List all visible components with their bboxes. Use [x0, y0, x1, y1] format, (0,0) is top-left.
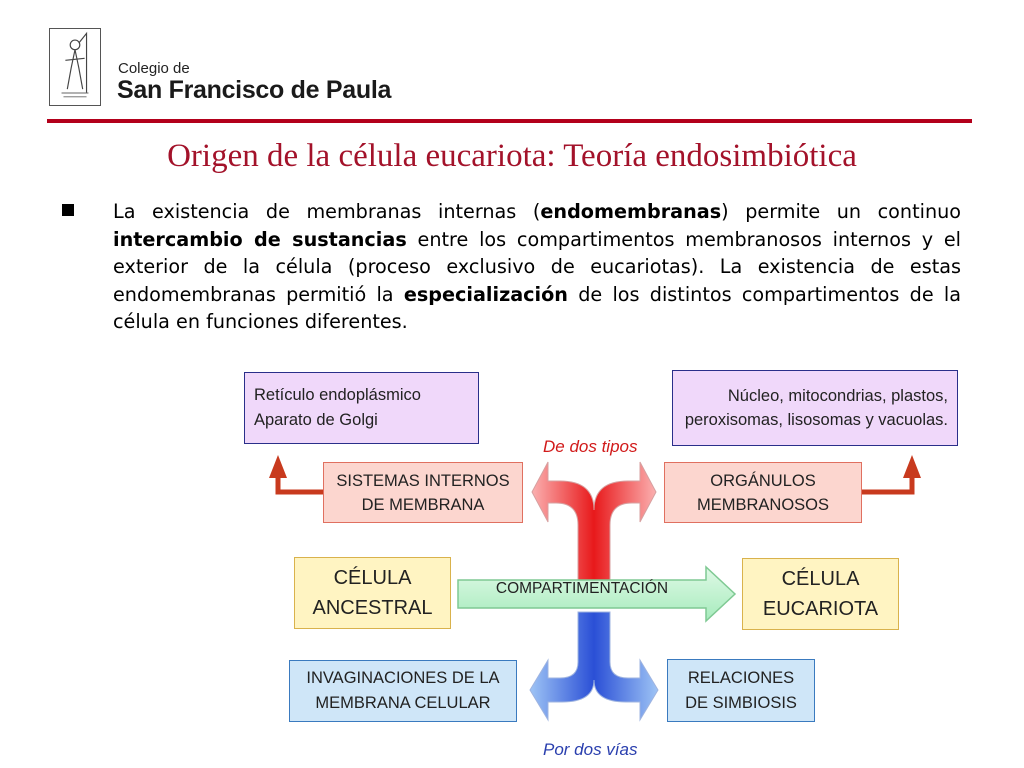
school-crest-icon	[61, 31, 89, 98]
ancestral-line1: CÉLULA	[333, 567, 412, 589]
para-bold-intercambio: intercambio de sustancias	[113, 227, 407, 251]
nucleo-line2: peroxisomas, lisosomas y vacuolas.	[684, 411, 948, 429]
school-name-prefix: Colegio de	[118, 60, 190, 77]
invaginaciones-line2: MEMBRANA CELULAR	[315, 694, 491, 712]
slide-title: Origen de la célula eucariota: Teoría en…	[167, 138, 857, 174]
arrow-to-reticulo	[269, 455, 323, 495]
relaciones-line1: RELACIONES	[687, 668, 795, 687]
box-reticulo-golgi: Retículo endoplásmico Aparato de Golgi	[244, 372, 479, 444]
relaciones-line2: DE SIMBIOSIS	[685, 693, 797, 712]
de-dos-tipos-label: De dos tipos	[543, 437, 638, 456]
box-relaciones-simbiosis: RELACIONES DE SIMBIOSIS	[667, 659, 815, 722]
organulos-line2: MEMBRANOSOS	[696, 495, 830, 514]
school-logo	[49, 28, 101, 106]
box-organulos-membranosos: ORGÁNULOS MEMBRANOSOS	[664, 462, 862, 523]
arrow-to-nucleo	[862, 455, 921, 495]
school-name: San Francisco de Paula	[117, 76, 392, 104]
para-text-4: de los distintos compartimentos de la cé…	[113, 282, 961, 334]
organulos-line1: ORGÁNULOS	[710, 471, 816, 490]
box-nucleo-organulos: Núcleo, mitocondrias, plastos, peroxisom…	[672, 370, 958, 446]
bullet-paragraph: La existencia de membranas internas (end…	[113, 198, 961, 336]
para-bold-especializacion: especialización	[403, 282, 568, 306]
green-compartimentacion-arrow	[457, 565, 737, 623]
reticulo-line1: Retículo endoplásmico	[254, 386, 421, 404]
bullet-square-icon	[62, 204, 74, 216]
eucariota-line2: EUCARIOTA	[762, 598, 879, 620]
eucariota-line1: CÉLULA	[781, 568, 860, 590]
para-text-1: La existencia de membranas internas (	[113, 200, 541, 223]
blue-split-arrow	[529, 611, 659, 722]
box-invaginaciones: INVAGINACIONES DE LA MEMBRANA CELULAR	[289, 660, 517, 722]
para-text-2: ) permite un continuo	[721, 200, 961, 223]
sistemas-line2: DE MEMBRANA	[361, 495, 485, 514]
para-text-3: entre los compartimentos membranosos int…	[113, 227, 961, 306]
reticulo-line2: Aparato de Golgi	[254, 411, 378, 429]
para-bold-endomembranas: endomembranas	[540, 200, 722, 223]
invaginaciones-line1: INVAGINACIONES DE LA	[306, 669, 500, 687]
por-dos-vias-label: Por dos vías	[543, 740, 638, 759]
nucleo-line1: Núcleo, mitocondrias, plastos,	[727, 387, 948, 405]
ancestral-line2: ANCESTRAL	[312, 597, 433, 619]
red-split-arrow	[531, 461, 657, 596]
box-celula-ancestral: CÉLULA ANCESTRAL	[294, 557, 451, 629]
sistemas-line1: SISTEMAS INTERNOS	[336, 471, 510, 490]
header-rule	[47, 119, 972, 123]
box-sistemas-internos: SISTEMAS INTERNOS DE MEMBRANA	[323, 462, 523, 523]
box-celula-eucariota: CÉLULA EUCARIOTA	[742, 558, 899, 630]
compartimentacion-label: COMPARTIMENTACIÓN	[495, 580, 669, 597]
